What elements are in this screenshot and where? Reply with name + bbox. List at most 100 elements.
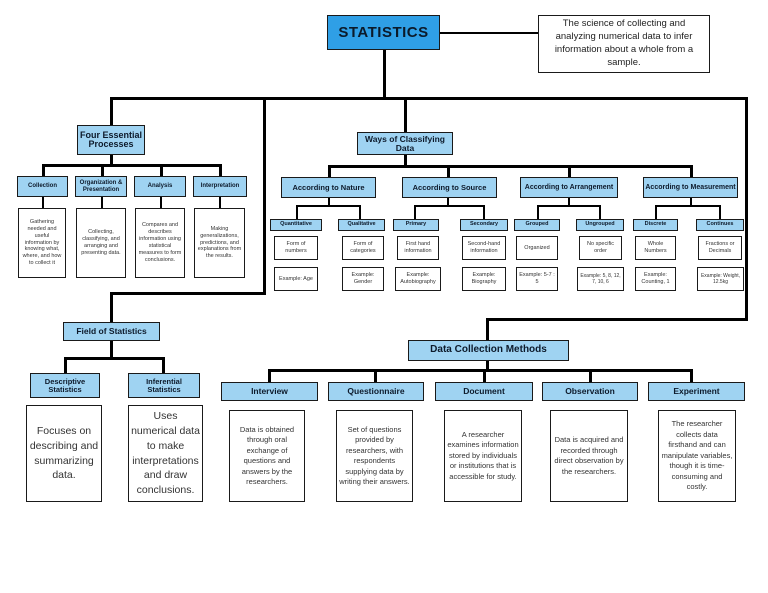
sub-desc: Second-hand information [467,241,501,254]
sub-label: Ungrouped [585,221,615,228]
method-header-document: Document [435,382,533,401]
field-header-inferential: Inferential Statistics [128,373,200,398]
essential-header-analysis: Analysis [134,176,186,197]
sub-example-quantitative: Example: Age [274,267,318,291]
method-desc-experiment: The researcher collects data firsthand a… [658,410,736,502]
method-desc: Data is obtained through oral exchange o… [239,424,295,487]
sub-header-ungrouped: Ungrouped [576,219,624,231]
essentials-title: Four Essential Processes [79,129,142,149]
sub-label: Primary [405,221,427,228]
sub-desc-continues: Fractions or Decimals [698,236,742,260]
sub-example-continues: Example: Weight, 12.5kg [697,267,744,291]
method-label: Observation [565,386,615,397]
sub-label: Secondary [469,221,499,228]
sub-header-primary: Primary [393,219,439,231]
sub-desc-ungrouped: No specific order [579,236,622,260]
sub-example: Example: Gender [351,272,375,285]
essential-header-collection: Collection [17,176,68,197]
essential-desc-interpretation: Making generalizations, predictions, and… [194,208,245,278]
group-header-measurement: According to Measurement [643,177,738,198]
sub-example: Example: Counting, 1 [641,272,670,285]
sub-example-grouped: Example: 5-7 : 5 [516,267,558,291]
group-label: According to Nature [292,182,365,192]
definition-text: The science of collecting and analyzing … [554,18,694,68]
group-label: According to Source [412,182,487,192]
method-label: Experiment [673,386,720,397]
sub-header-grouped: Grouped [514,219,560,231]
methods-title: Data Collection Methods [430,344,547,356]
method-desc-interview: Data is obtained through oral exchange o… [229,410,305,502]
classifying-header: Ways of Classifying Data [357,132,453,155]
sub-example-primary: Example: Autobiography [395,267,441,291]
sub-example: Example: 5-7 : 5 [519,272,555,285]
field-desc-inferential: Uses numerical data to make interpretati… [128,405,203,502]
sub-desc-quantitative: Form of numbers [274,236,318,260]
sub-header-secondary: Secondary [460,219,508,231]
sub-example: Example: Biography [471,272,497,285]
method-desc: A researcher examines information stored… [447,429,519,481]
sub-example-secondary: Example: Biography [462,267,506,291]
essential-label: Interpretation [200,183,240,190]
sub-desc: Whole Numbers [644,241,667,254]
sub-desc: No specific order [587,241,614,254]
sub-example: Example: Autobiography [400,272,436,285]
essential-desc-collection: Gathering needed and useful information … [18,208,66,278]
method-desc: Data is acquired and recorded through di… [554,435,624,476]
group-header-source: According to Source [402,177,497,198]
field-label: Descriptive Statistics [44,376,86,394]
sub-desc-primary: First hand information [397,236,439,260]
methods-header: Data Collection Methods [408,340,569,361]
essential-label: Analysis [147,183,173,190]
sub-desc-secondary: Second-hand information [462,236,506,260]
essential-label: Organization & Presentation [79,180,123,193]
classifying-title: Ways of Classifying Data [365,133,445,153]
method-header-experiment: Experiment [648,382,745,401]
sub-example-qualitative: Example: Gender [342,267,384,291]
field-desc-descriptive: Focuses on describing and summarizing da… [26,405,102,502]
field-label: Inferential Statistics [146,376,182,394]
group-label: According to Arrangement [524,183,614,191]
sub-example: Example: 5, 8, 12, 7, 10, 6 [580,272,621,285]
method-desc-observation: Data is acquired and recorded through di… [550,410,628,502]
sub-desc: Form of categories [350,241,376,254]
essential-desc: Collecting, classifying, and arranging a… [81,229,121,256]
essential-header-organization: Organization & Presentation [75,176,127,197]
sub-header-qualitative: Qualitative [338,219,385,231]
field-desc: Focuses on describing and summarizing da… [29,425,99,482]
essential-desc: Making generalizations, predictions, and… [197,225,242,260]
essential-desc-organization: Collecting, classifying, and arranging a… [76,208,126,278]
sub-header-discrete: Discrete [633,219,678,231]
essential-label: Collection [27,183,57,190]
sub-label: Qualitative [347,221,376,228]
sub-desc-grouped: Organized [516,236,558,260]
method-header-observation: Observation [542,382,638,401]
method-desc-questionnaire: Set of questions provided by researchers… [336,410,413,502]
method-label: Interview [251,386,288,397]
essential-header-interpretation: Interpretation [193,176,247,197]
group-header-arrangement: According to Arrangement [520,177,618,198]
sub-header-continues: Continues [696,219,744,231]
essential-desc: Gathering needed and useful information … [22,218,62,267]
sub-desc-discrete: Whole Numbers [635,236,676,260]
field-header-descriptive: Descriptive Statistics [30,373,100,398]
group-header-nature: According to Nature [281,177,376,198]
essential-desc-analysis: Compares and describes information using… [135,208,185,278]
sub-desc: Fractions or Decimals [705,241,735,254]
sub-label: Quantitative [280,221,312,228]
field-desc: Uses numerical data to make interpretati… [131,410,200,496]
definition-box: The science of collecting and analyzing … [538,15,710,73]
sub-example-discrete: Example: Counting, 1 [635,267,676,291]
sub-label: Grouped [525,221,549,228]
sub-label: Discrete [644,221,667,228]
essentials-header: Four Essential Processes [77,125,145,155]
sub-header-quantitative: Quantitative [270,219,322,231]
method-desc: Set of questions provided by researchers… [339,424,410,487]
method-header-questionnaire: Questionnaire [328,382,424,401]
sub-desc: Organized [524,244,550,251]
method-label: Questionnaire [347,386,405,397]
sub-desc: Form of numbers [285,241,307,254]
sub-label: Continues [706,221,734,228]
page-title: STATISTICS [327,15,440,50]
sub-desc-qualitative: Form of categories [342,236,384,260]
method-label: Document [463,386,505,397]
